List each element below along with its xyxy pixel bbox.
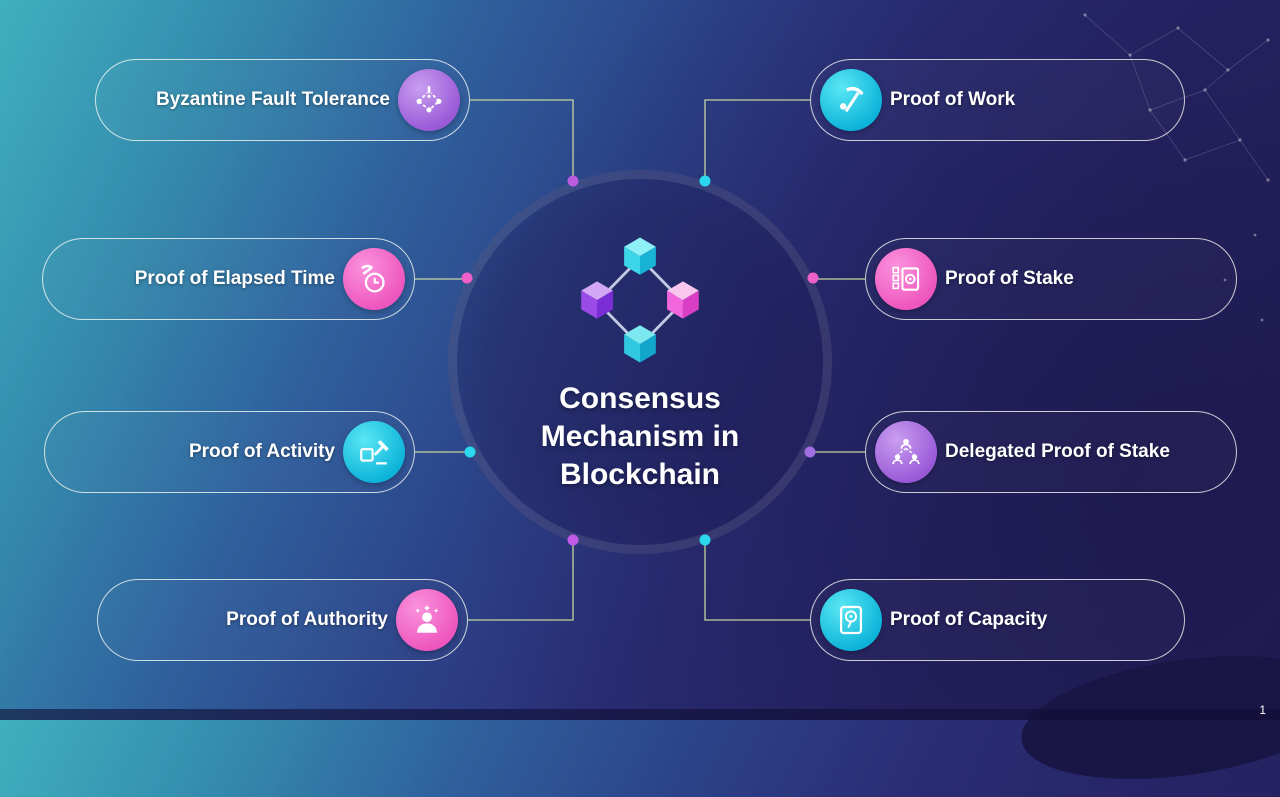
stake-safe-icon bbox=[875, 248, 937, 310]
item-proof-of-elapsed-time: Proof of Elapsed Time bbox=[42, 238, 415, 320]
bottom-bar bbox=[0, 709, 1280, 720]
authority-person-icon bbox=[396, 589, 458, 651]
item-label: Byzantine Fault Tolerance bbox=[155, 89, 390, 110]
capacity-drive-icon bbox=[820, 589, 882, 651]
item-label: Proof of Stake bbox=[945, 268, 1074, 289]
item-label: Delegated Proof of Stake bbox=[945, 441, 1170, 462]
center-content: Consensus Mechanism in Blockchain bbox=[448, 170, 832, 554]
item-label: Proof of Authority bbox=[226, 609, 388, 630]
pickaxe-icon bbox=[820, 69, 882, 131]
item-proof-of-capacity: Proof of Capacity bbox=[810, 579, 1185, 661]
activity-gavel-icon bbox=[343, 421, 405, 483]
item-proof-of-work: Proof of Work bbox=[810, 59, 1185, 141]
elapsed-time-icon bbox=[343, 248, 405, 310]
item-proof-of-activity: Proof of Activity bbox=[44, 411, 415, 493]
delegated-stake-icon bbox=[875, 421, 937, 483]
item-byzantine-fault-tolerance: Byzantine Fault Tolerance bbox=[95, 59, 470, 141]
byzantine-fault-icon bbox=[398, 69, 460, 131]
page-title: Consensus Mechanism in Blockchain bbox=[540, 381, 740, 492]
item-proof-of-authority: Proof of Authority bbox=[97, 579, 468, 661]
item-label: Proof of Capacity bbox=[890, 609, 1048, 630]
page-number: 1 bbox=[1259, 703, 1266, 717]
item-proof-of-stake: Proof of Stake bbox=[865, 238, 1237, 320]
item-label: Proof of Elapsed Time bbox=[134, 268, 335, 289]
item-delegated-proof-of-stake: Delegated Proof of Stake bbox=[865, 411, 1237, 493]
item-label: Proof of Work bbox=[890, 89, 1016, 110]
blockchain-cubes-icon bbox=[581, 237, 699, 363]
item-label: Proof of Activity bbox=[188, 441, 335, 462]
